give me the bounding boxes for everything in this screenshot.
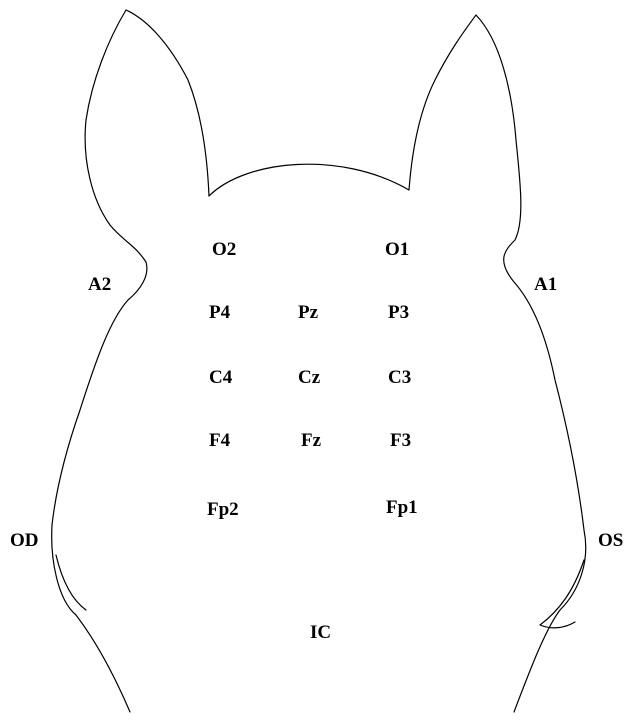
- label-fp1: Fp1: [386, 497, 418, 518]
- label-fp2: Fp2: [207, 499, 239, 520]
- label-f3: F3: [390, 430, 411, 451]
- label-c3: C3: [388, 367, 411, 388]
- label-f4: F4: [209, 430, 231, 451]
- label-pz: Pz: [298, 302, 319, 323]
- label-o1: O1: [385, 239, 409, 260]
- label-ic: IC: [310, 622, 331, 643]
- label-fz: Fz: [301, 430, 322, 451]
- label-p3: P3: [388, 302, 409, 323]
- label-o2: O2: [212, 239, 236, 260]
- label-c4: C4: [209, 367, 233, 388]
- label-a2: A2: [88, 274, 111, 295]
- head-outline-top: [209, 164, 409, 196]
- left-eye-flap: [56, 555, 86, 610]
- right-eye-flap: [540, 560, 584, 628]
- label-od: OD: [10, 530, 39, 551]
- label-os: OS: [598, 530, 623, 551]
- label-p4: P4: [209, 302, 231, 323]
- label-a1: A1: [534, 274, 557, 295]
- head-outline-left: [52, 10, 209, 712]
- label-cz: Cz: [298, 367, 321, 388]
